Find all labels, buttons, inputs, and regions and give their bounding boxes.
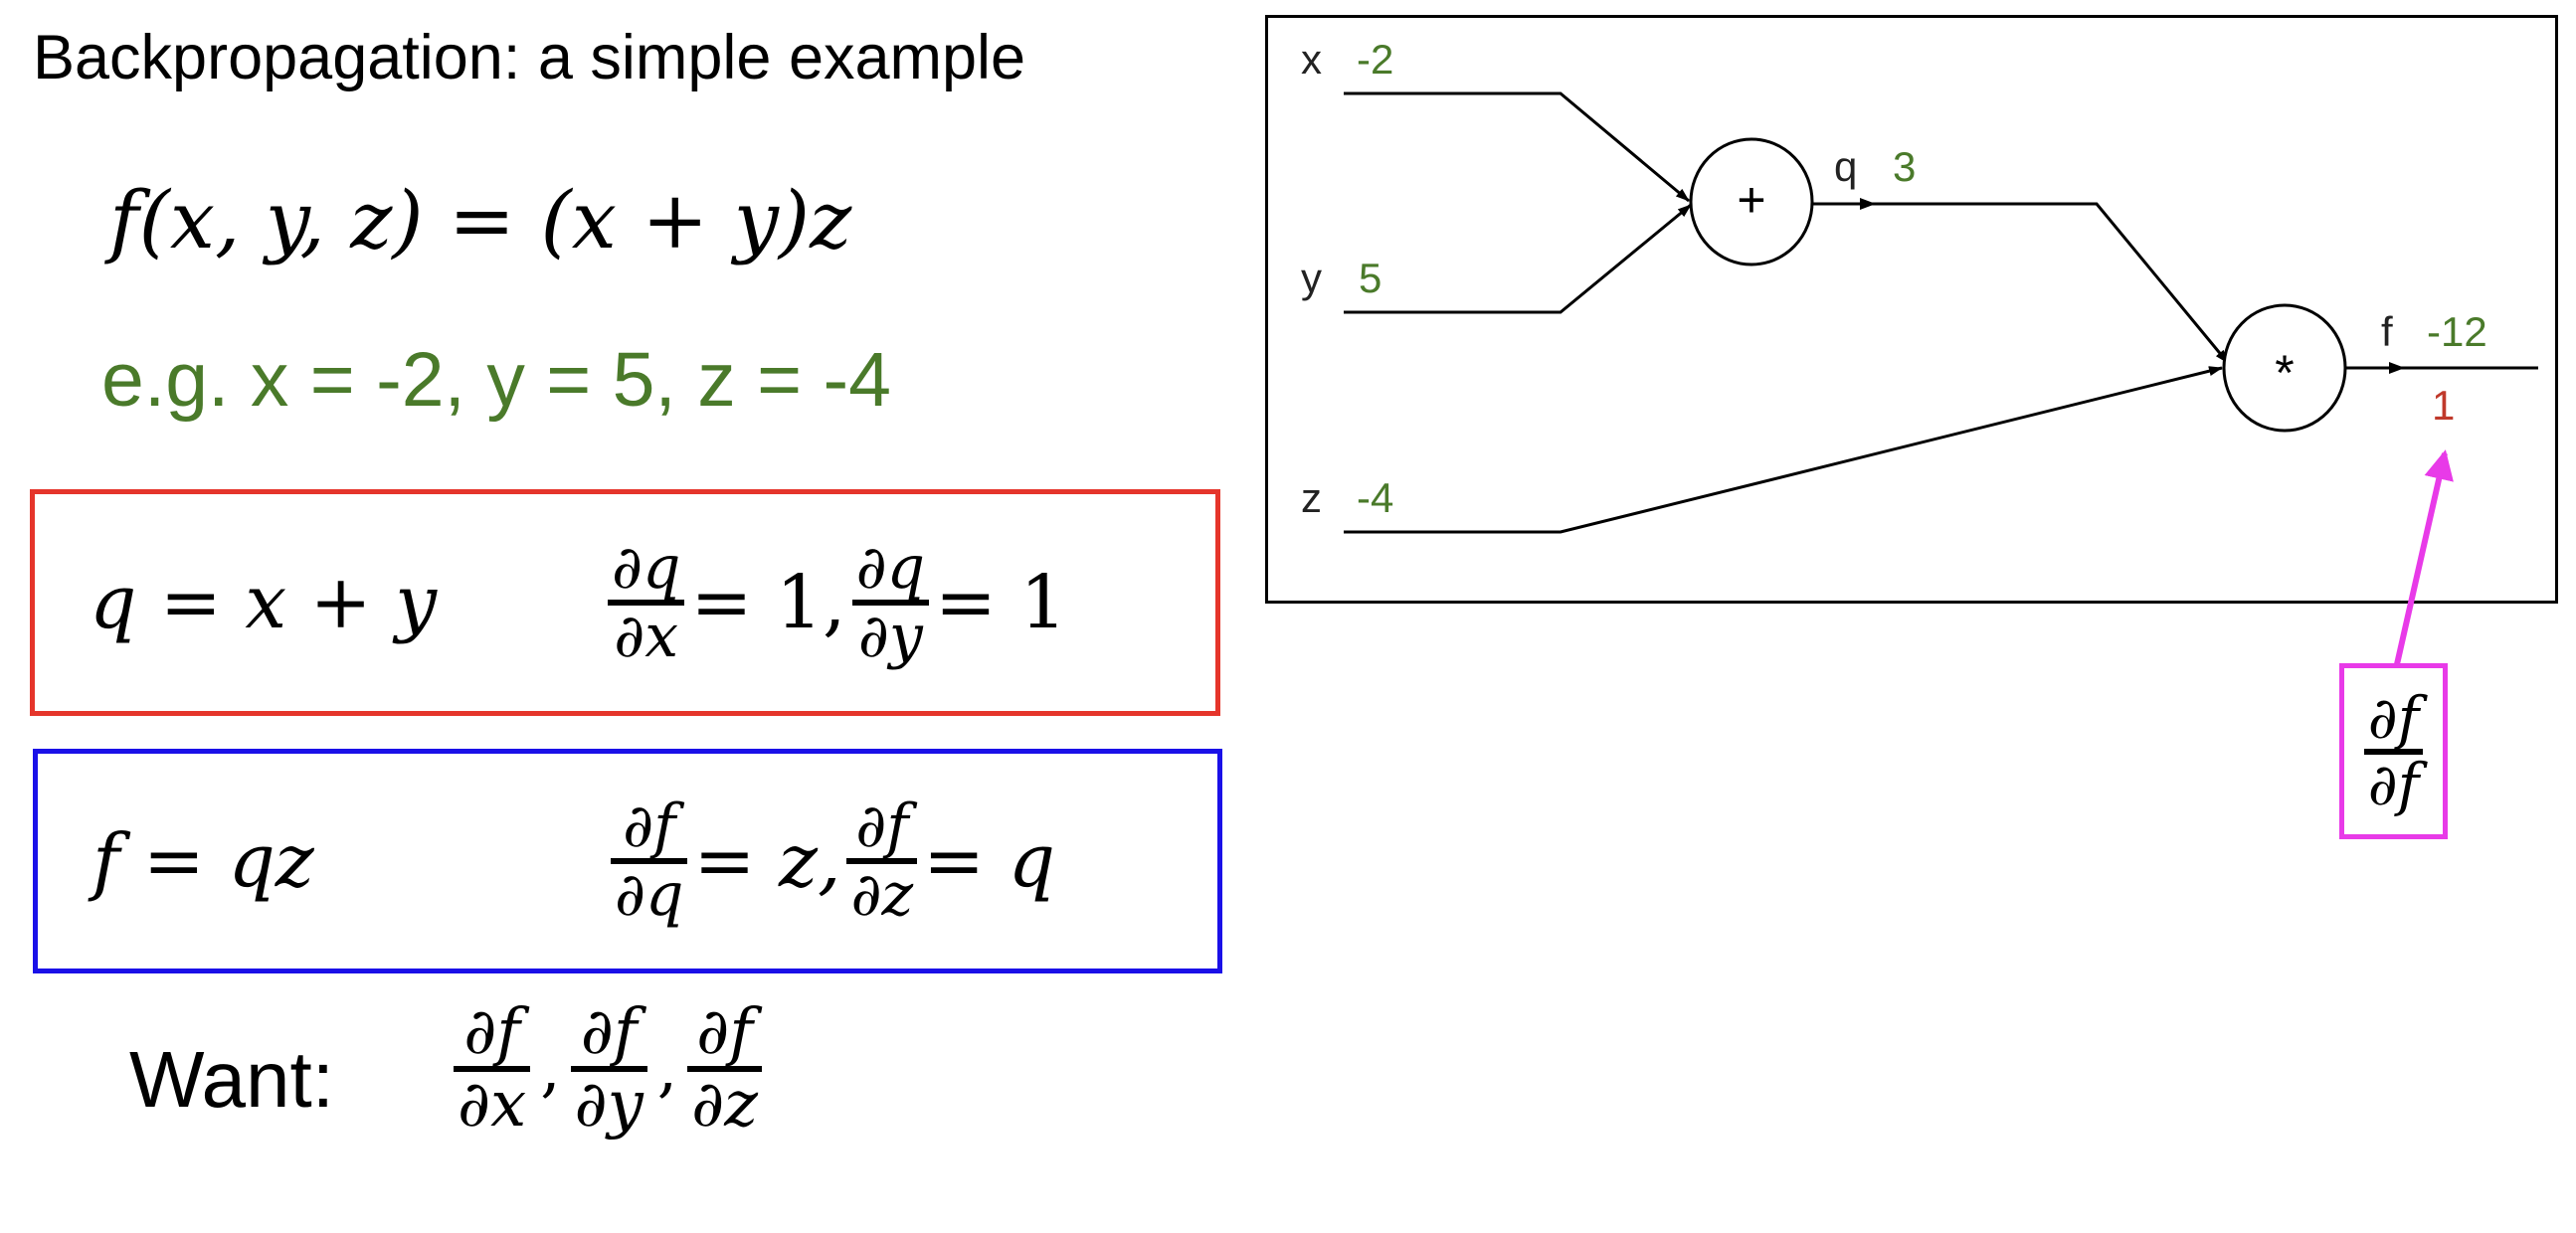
df-df-annotation-box: ∂f ∂f [2339,663,2448,839]
separator: , [540,1032,561,1107]
input-z-label: z [1301,474,1322,521]
fraction-denominator: ∂q [615,860,684,930]
df-df-fraction: ∂f ∂f [2363,683,2424,818]
df-dz-value: = q [923,818,1056,904]
q-flow-arrow-icon [1860,198,1876,210]
df-dz-fraction: ∂f ∂z [846,792,918,930]
fraction-bar [687,1066,762,1073]
f-flow-arrow-icon [2389,362,2405,374]
input-y-label: y [1301,255,1322,301]
fraction-numerator: ∂f [623,792,676,861]
fraction-denominator: ∂y [574,1068,644,1143]
fraction-bar [570,1066,647,1073]
fraction-numerator: ∂f [855,792,909,861]
function-definition: f(x, y, z) = (x + y)z [109,174,852,266]
input-y-value: 5 [1359,255,1381,301]
df-dq-value: = z, [693,818,841,904]
q-equation: q = x + y [90,560,438,645]
fraction-numerator: ∂f [696,995,753,1069]
computational-graph-frame [1265,15,2558,604]
fraction-numerator: ∂f [580,995,638,1069]
input-z-value: -4 [1357,474,1393,521]
add-operator: + [1737,172,1765,228]
fraction-denominator: ∂z [850,860,914,930]
f-derivatives: ∂f ∂q = z, ∂f ∂z = q [605,795,1055,927]
fraction-numerator: ∂q [855,533,926,603]
fraction-denominator: ∂x [458,1068,527,1143]
input-wires [1344,91,2538,534]
fraction-denominator: ∂z [691,1068,758,1143]
df-dz-fraction: ∂f ∂z [687,995,762,1143]
want-label: Want: [129,1035,334,1124]
f-gradient: 1 [2432,382,2455,429]
slide-title: Backpropagation: a simple example [33,23,1026,92]
fraction-numerator: ∂f [463,995,520,1069]
q-derivatives: ∂q ∂x = 1, ∂q ∂y = 1 [602,537,1067,668]
fraction-denominator: ∂f [2367,750,2420,818]
q-label: q [1834,143,1857,190]
dq-dy-fraction: ∂q ∂y [851,533,930,671]
fraction-bar [608,600,685,606]
annotation-arrow-icon [2394,449,2454,665]
dq-dx-fraction: ∂q ∂x [608,533,685,671]
multiply-gate-equations-box: f = qz ∂f ∂q = z, ∂f ∂z = q [33,749,1222,973]
df-dq-fraction: ∂f ∂q [611,792,688,930]
fraction-bar [454,1066,531,1073]
fraction-numerator: ∂q [612,533,681,603]
multiply-node: * [2222,303,2347,433]
input-x-value: -2 [1357,36,1393,83]
separator: , [656,1032,678,1107]
fraction-bar [851,600,930,606]
q-value: 3 [1893,143,1916,190]
add-node: + [1689,137,1814,266]
dq-dy-value: = 1 [935,560,1067,645]
fraction-denominator: ∂y [857,602,923,671]
dq-dx-value: = 1, [690,560,846,645]
fraction-bar [846,858,918,864]
add-gate-equations-box: q = x + y ∂q ∂x = 1, ∂q ∂y = 1 [30,489,1220,716]
f-equation: f = qz [92,818,314,904]
df-dx-fraction: ∂f ∂x [454,995,531,1143]
fraction-bar [611,858,688,864]
f-label: f [2381,308,2393,355]
fraction-bar [2363,748,2424,755]
wanted-gradients: ∂f ∂x , ∂f ∂y , ∂f ∂z [448,995,768,1143]
df-dy-fraction: ∂f ∂y [570,995,647,1143]
f-value: -12 [2427,308,2487,355]
fraction-numerator: ∂f [2367,683,2420,752]
multiply-operator: * [2275,345,2294,401]
fraction-denominator: ∂x [614,602,679,671]
input-x-label: x [1301,36,1322,83]
example-values: e.g. x = -2, y = 5, z = -4 [101,337,891,423]
